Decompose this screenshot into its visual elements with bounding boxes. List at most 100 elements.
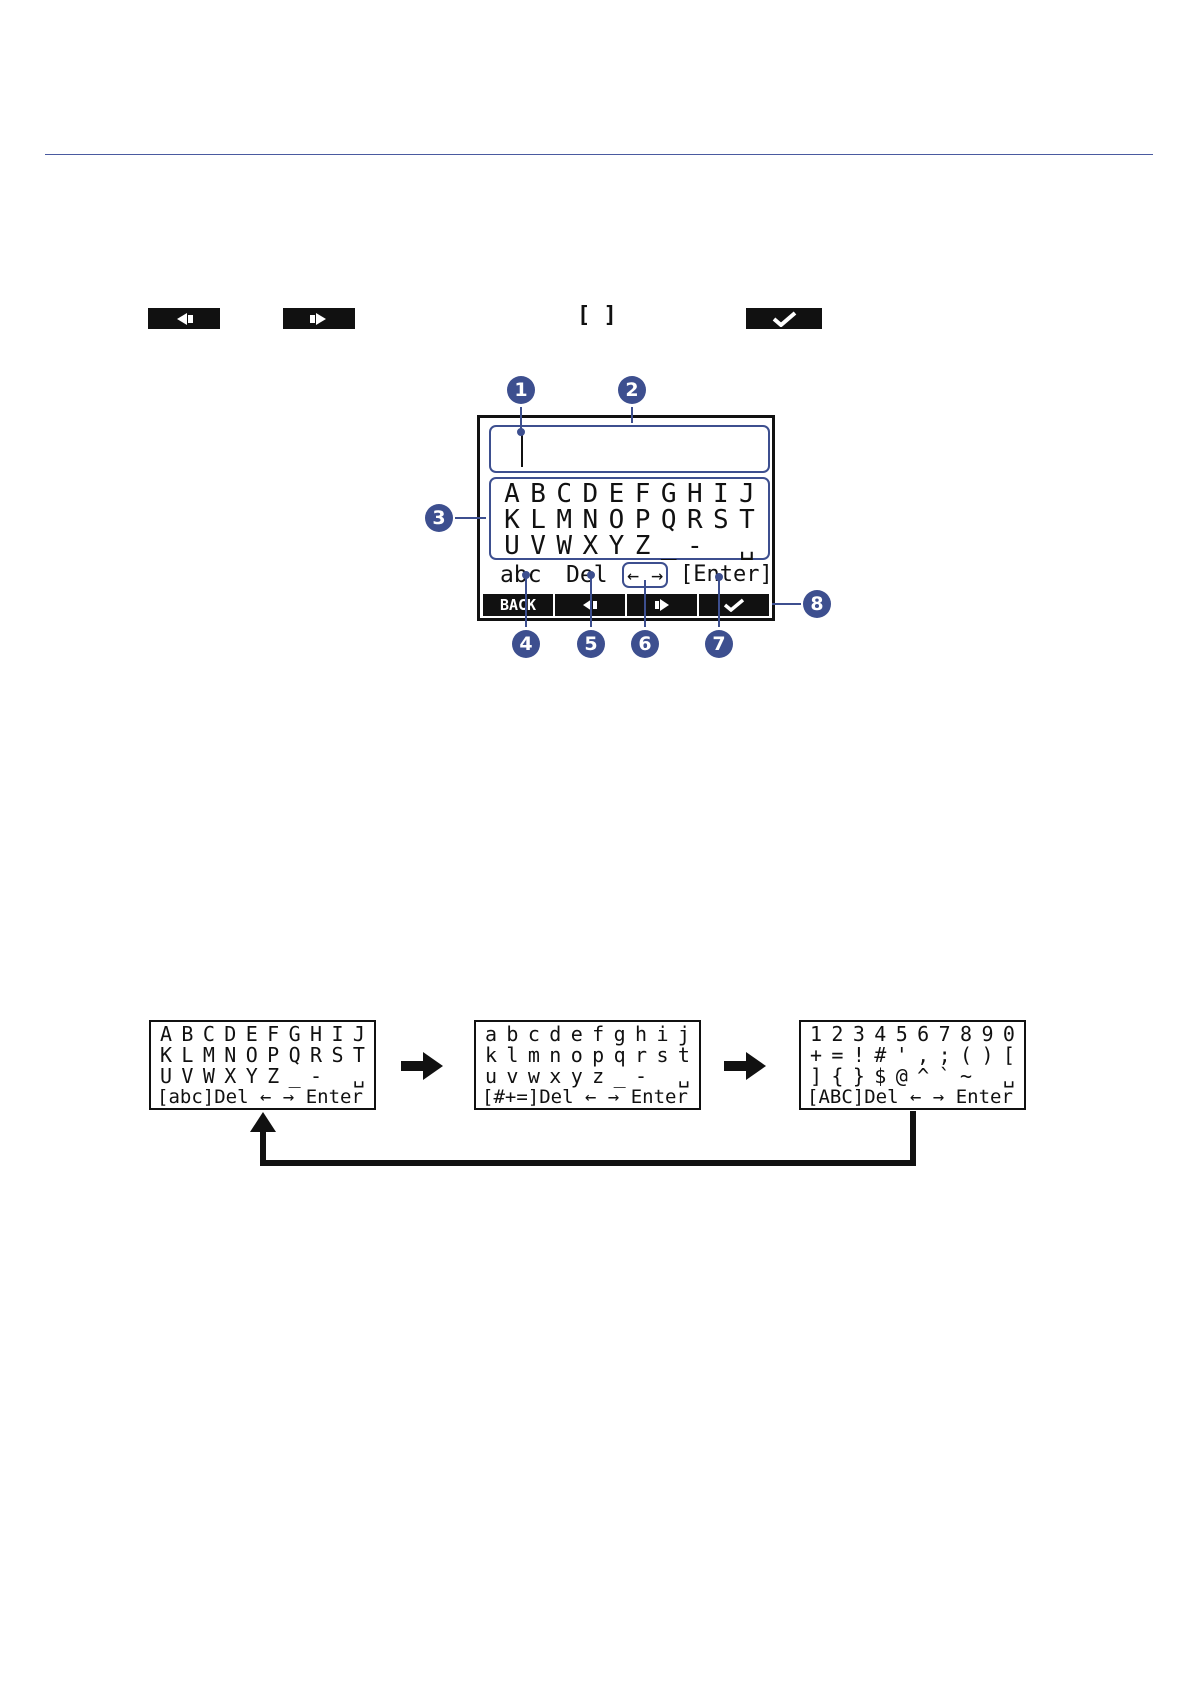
text-input-area bbox=[489, 425, 770, 473]
char-key: p bbox=[592, 1043, 605, 1067]
char-key: q bbox=[613, 1043, 626, 1067]
left-softkey[interactable] bbox=[555, 594, 627, 616]
char-key: A bbox=[159, 1022, 173, 1046]
back-softkey[interactable]: BACK bbox=[483, 594, 555, 616]
confirm-softkey[interactable] bbox=[699, 594, 769, 616]
char-row-2: +=!#',;()[ bbox=[807, 1045, 1018, 1066]
char-key[interactable]: _ bbox=[660, 531, 677, 561]
char-key: Y bbox=[245, 1064, 258, 1088]
char-key: O bbox=[245, 1043, 258, 1067]
character-grid: A B C D E F G H I J K L M N O P Q R S T … bbox=[489, 477, 770, 560]
char-key: 6 bbox=[917, 1022, 930, 1046]
char-key: w bbox=[527, 1064, 540, 1088]
char-key[interactable]: G bbox=[660, 479, 677, 509]
char-key: e bbox=[570, 1022, 583, 1046]
char-key[interactable]: D bbox=[582, 479, 599, 509]
char-key: 2 bbox=[831, 1022, 844, 1046]
char-key[interactable]: H bbox=[686, 479, 703, 509]
char-key[interactable]: S bbox=[713, 505, 729, 535]
char-key[interactable]: M bbox=[556, 505, 573, 535]
char-key[interactable]: Y bbox=[608, 531, 625, 561]
char-key: g bbox=[613, 1022, 626, 1046]
char-key: - bbox=[310, 1064, 323, 1088]
char-key: ; bbox=[938, 1043, 951, 1067]
char-key: F bbox=[267, 1022, 280, 1046]
char-key: U bbox=[159, 1064, 173, 1088]
char-key: _ bbox=[288, 1064, 301, 1088]
callout-badge: 5 bbox=[577, 630, 605, 658]
char-key[interactable]: - bbox=[686, 531, 703, 561]
char-key: b bbox=[506, 1022, 519, 1046]
char-row-1: A B C D E F G H I J bbox=[501, 481, 758, 507]
char-key[interactable]: E bbox=[608, 479, 625, 509]
char-key[interactable]: N bbox=[582, 505, 599, 535]
char-key: ` bbox=[938, 1064, 951, 1088]
char-key: c bbox=[527, 1022, 540, 1046]
char-key: P bbox=[267, 1043, 280, 1067]
char-key: J bbox=[352, 1022, 365, 1046]
char-key[interactable]: A bbox=[504, 479, 520, 509]
char-key[interactable]: T bbox=[739, 505, 755, 535]
function-row: [abc]Del ← → Enter bbox=[157, 1086, 363, 1108]
confirm-button-image bbox=[746, 308, 822, 329]
char-key[interactable]: V bbox=[530, 531, 546, 561]
char-key: X bbox=[224, 1064, 237, 1088]
char-key: H bbox=[310, 1022, 323, 1046]
char-key[interactable]: L bbox=[530, 505, 546, 535]
bracket-symbol: [ ] bbox=[577, 303, 617, 328]
char-key[interactable]: C bbox=[556, 479, 573, 509]
char-key[interactable]: K bbox=[504, 505, 520, 535]
char-key: T bbox=[352, 1043, 365, 1067]
char-key: m bbox=[527, 1043, 540, 1067]
text-cursor bbox=[521, 433, 523, 467]
space-key[interactable]: ␣ bbox=[739, 531, 755, 561]
char-key[interactable]: X bbox=[582, 531, 599, 561]
space-key: ␣ bbox=[1002, 1064, 1015, 1088]
char-key[interactable]: P bbox=[634, 505, 651, 535]
mode-key[interactable]: abc bbox=[500, 562, 542, 588]
return-arrow-icon bbox=[250, 1111, 916, 1166]
enter-key[interactable]: [Enter] bbox=[680, 562, 773, 587]
char-key[interactable]: B bbox=[530, 479, 546, 509]
char-key: [ bbox=[1002, 1043, 1015, 1067]
char-key[interactable]: J bbox=[739, 479, 755, 509]
char-key: ( bbox=[960, 1043, 973, 1067]
arrow-right-icon bbox=[401, 1052, 443, 1080]
char-key: + bbox=[809, 1043, 823, 1067]
right-arrow-icon bbox=[310, 312, 326, 325]
char-key[interactable]: U bbox=[504, 531, 520, 561]
char-key: R bbox=[310, 1043, 323, 1067]
char-key[interactable]: W bbox=[556, 531, 573, 561]
arrow-right-icon bbox=[724, 1052, 766, 1080]
space-key: ␣ bbox=[352, 1064, 365, 1088]
char-key: @ bbox=[895, 1064, 908, 1088]
char-key[interactable]: I bbox=[713, 479, 729, 509]
char-row-3: ]{}$@^`~␣ bbox=[807, 1066, 1018, 1087]
char-key[interactable]: F bbox=[634, 479, 651, 509]
char-key: z bbox=[592, 1064, 605, 1088]
char-key: t bbox=[677, 1043, 690, 1067]
left-arrow-icon bbox=[177, 312, 193, 325]
char-key: 0 bbox=[1002, 1022, 1015, 1046]
char-key[interactable]: O bbox=[608, 505, 625, 535]
delete-key[interactable]: Del bbox=[566, 562, 608, 588]
char-key: k bbox=[484, 1043, 498, 1067]
char-key: Z bbox=[267, 1064, 280, 1088]
char-key: 9 bbox=[981, 1022, 994, 1046]
function-row: [#+=]Del ← → Enter bbox=[482, 1086, 688, 1108]
char-key: M bbox=[202, 1043, 215, 1067]
char-key: v bbox=[506, 1064, 519, 1088]
char-key[interactable]: Z bbox=[634, 531, 651, 561]
char-key: K bbox=[159, 1043, 173, 1067]
char-key[interactable]: Q bbox=[660, 505, 677, 535]
right-softkey[interactable] bbox=[627, 594, 699, 616]
right-arrow-icon bbox=[655, 599, 669, 611]
char-key: ) bbox=[981, 1043, 994, 1067]
char-key[interactable]: R bbox=[686, 505, 703, 535]
